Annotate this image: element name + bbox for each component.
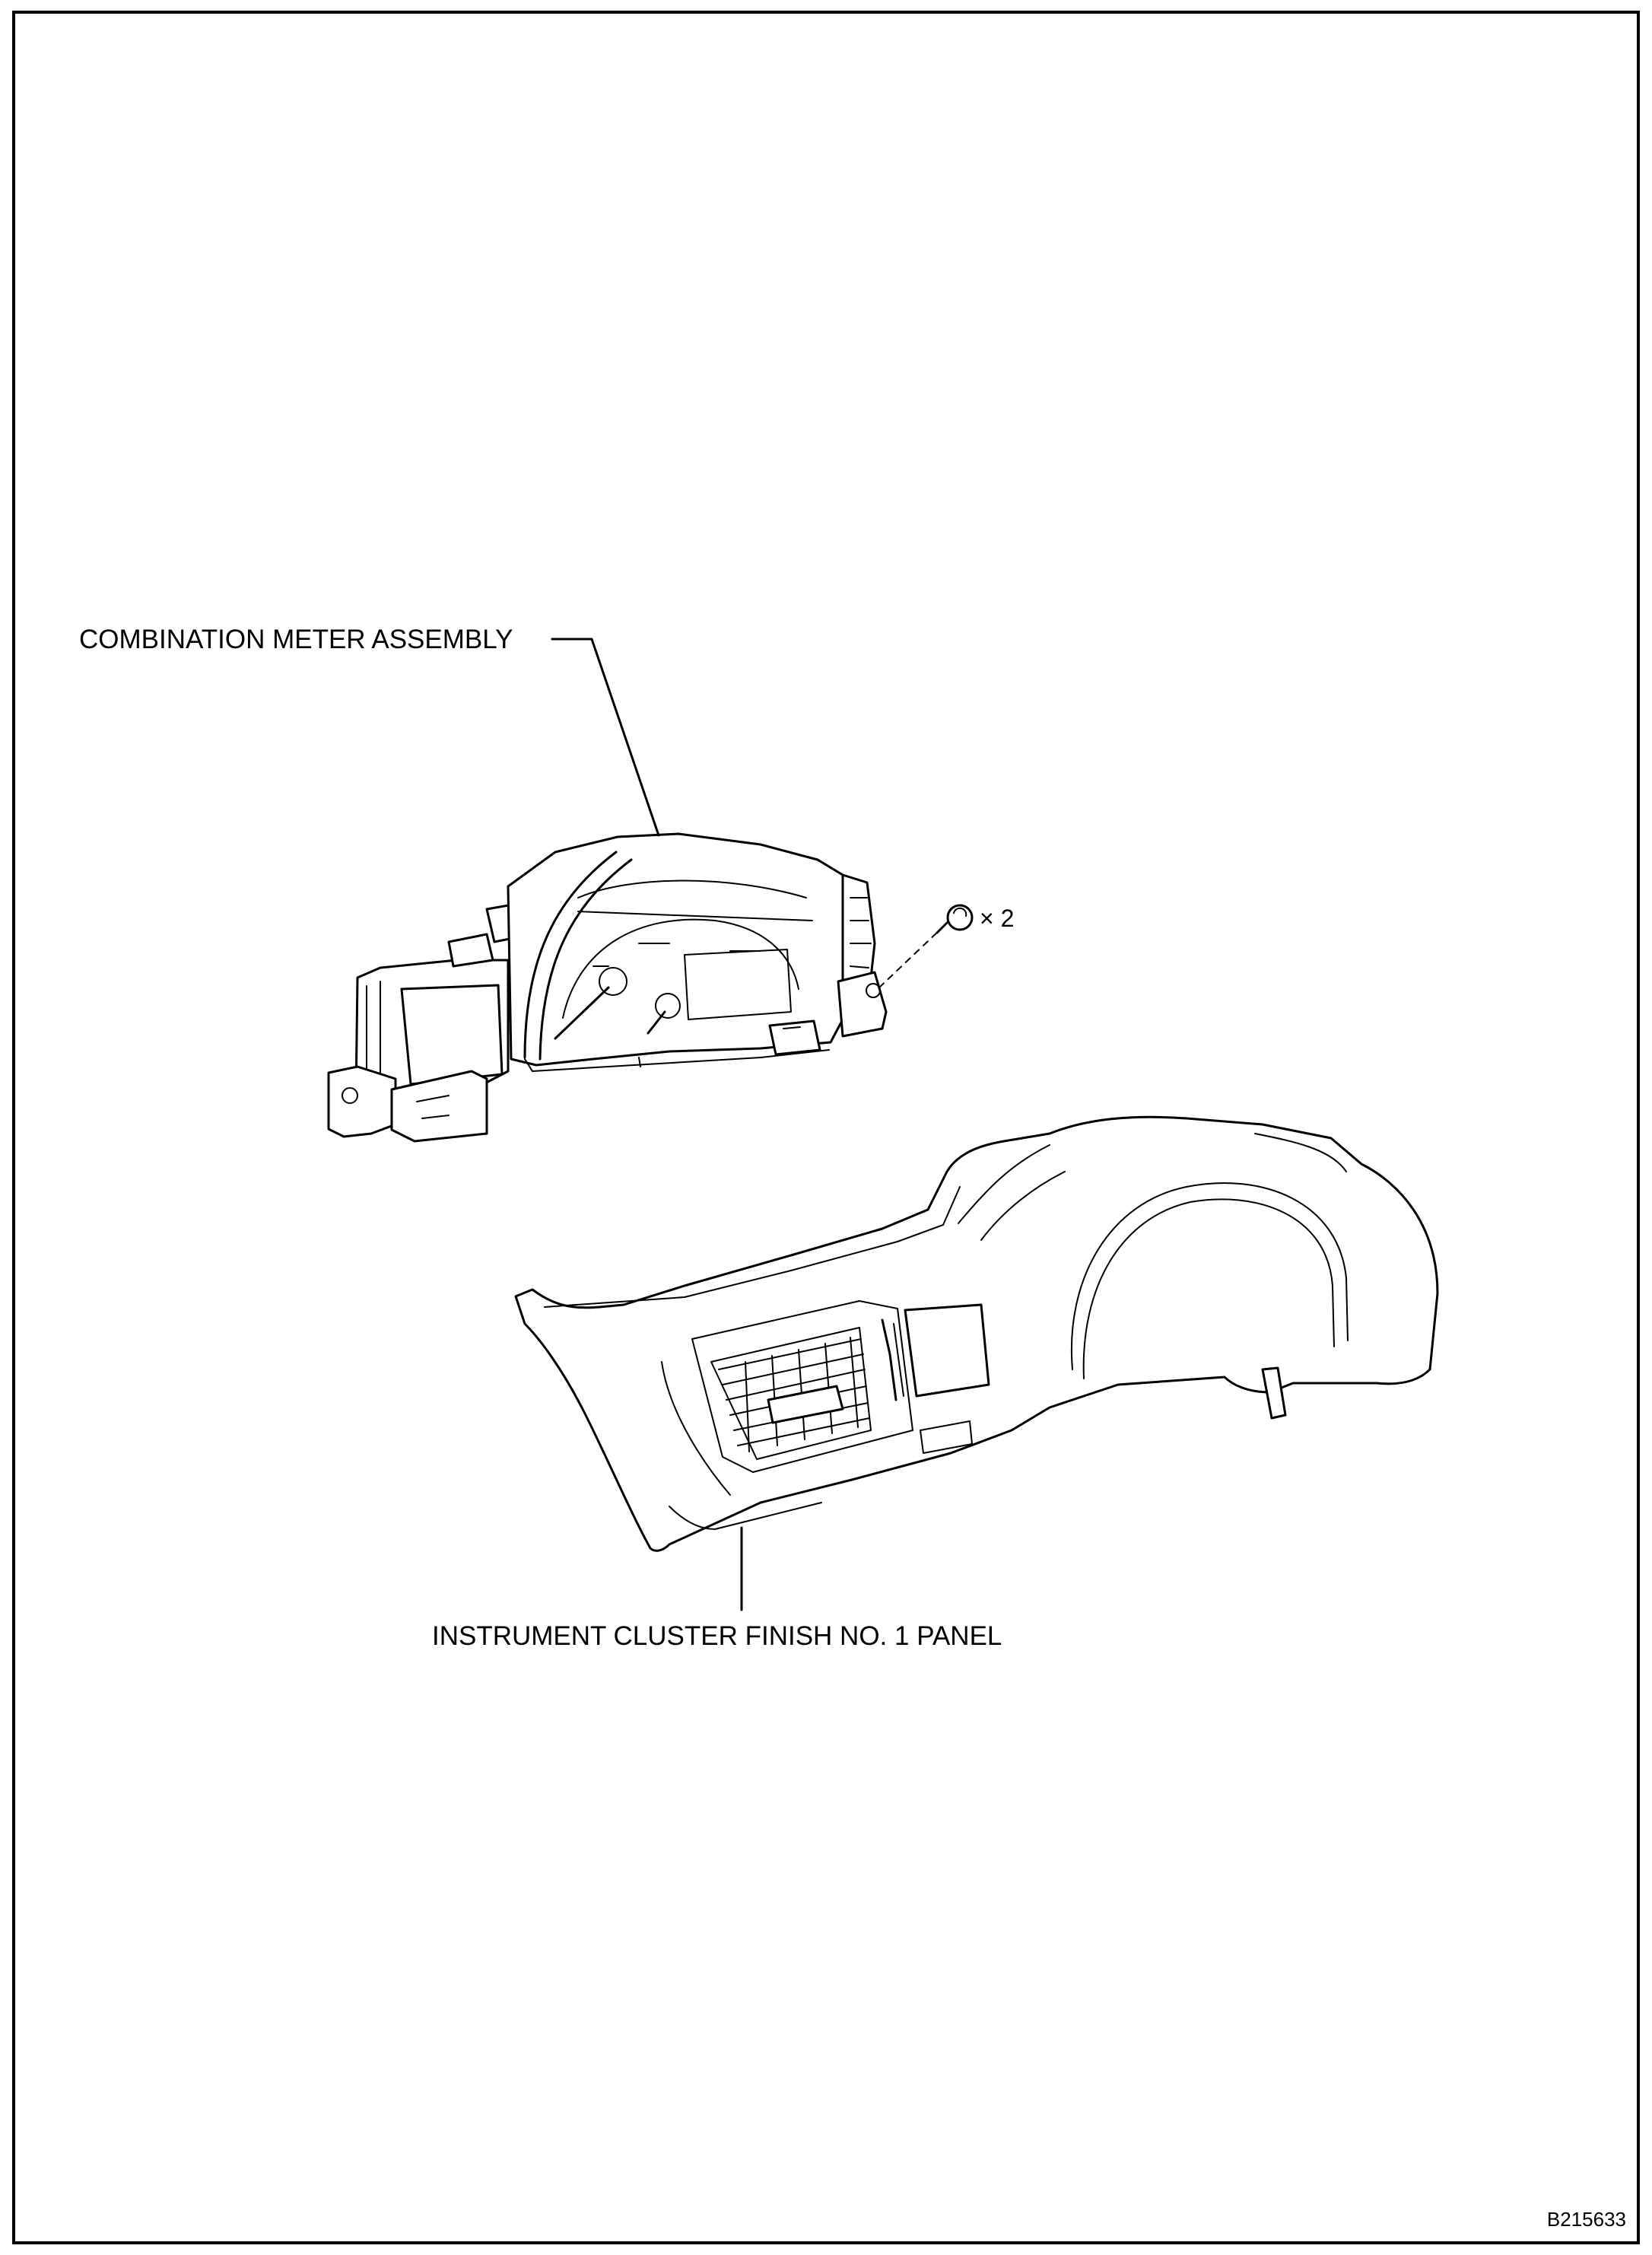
screw-icon xyxy=(878,904,974,988)
instrument-cluster-panel-drawing xyxy=(514,1115,1439,1552)
combination-meter-drawing xyxy=(327,832,888,1143)
instrument-panel-label: INSTRUMENT CLUSTER FINISH NO. 1 PANEL xyxy=(432,1621,1002,1651)
screw-quantity-label: × 2 xyxy=(980,905,1014,932)
combination-meter-label: COMBINATION METER ASSEMBLY xyxy=(79,625,513,654)
page-border xyxy=(12,11,1640,2244)
meter-leader-line xyxy=(551,638,660,837)
figure-id: B215633 xyxy=(1547,2208,1626,2231)
